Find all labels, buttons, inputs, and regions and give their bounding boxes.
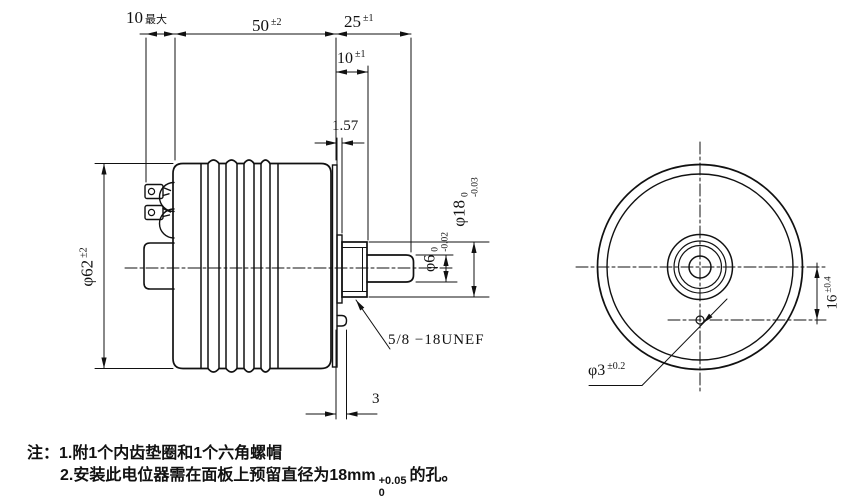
- terminal-lug-1: [144, 183, 164, 200]
- rear-boss: [143, 242, 175, 290]
- dim-10-max-suffix: 最大: [145, 14, 167, 26]
- dim-dia3-label: φ3±0.2: [588, 361, 626, 379]
- dim-25-label: 25±1: [344, 12, 374, 31]
- dim-10-max-value: 10: [126, 8, 143, 27]
- dim-16-label: 16±0.4: [822, 276, 841, 310]
- terminal-hole-1: [147, 187, 156, 196]
- terminal-lugs: [144, 181, 175, 239]
- threaded-bushing: [341, 241, 368, 298]
- dim-1-57-label: 1.57: [332, 118, 359, 134]
- thread-callout-label: 5/8 −18UNEF: [388, 332, 485, 348]
- note-prefix: 注：: [27, 445, 60, 462]
- arrowheads: [101, 31, 477, 417]
- terminal-lug-2: [144, 204, 164, 221]
- dim-3-label: 3: [372, 391, 380, 407]
- dim-10-label: 10±1: [337, 49, 366, 67]
- side-view-dimensions: [94, 31, 490, 420]
- terminal-hole-2: [147, 208, 156, 217]
- front-view-dimensions: [588, 262, 820, 386]
- dim-dia62-label: φ62±2: [77, 247, 97, 287]
- front-view: [575, 141, 827, 395]
- note-line-1: 注：1.附1个内齿垫圈和1个六角螺帽: [27, 445, 283, 462]
- body-outline: [172, 159, 332, 373]
- side-view: [124, 159, 456, 373]
- body-ribs: [200, 163, 279, 369]
- anti-rotation-pin: [336, 314, 348, 327]
- dim-50-label: 50±2: [252, 16, 282, 35]
